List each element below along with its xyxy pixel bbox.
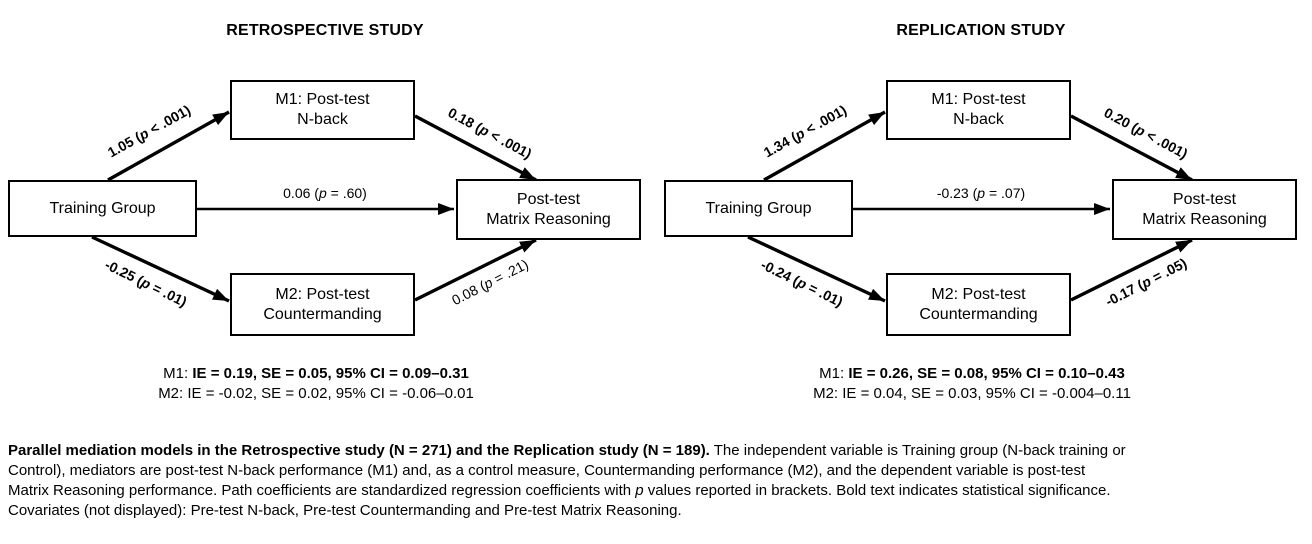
path-label-direct: -0.23 (p = .07) xyxy=(936,185,1026,201)
indirect-effect-m1: M1: IE = 0.26, SE = 0.08, 95% CI = 0.10–… xyxy=(819,365,1125,382)
indirect-effects-summary: M1: IE = 0.19, SE = 0.05, 95% CI = 0.09–… xyxy=(6,364,626,404)
panel-retrospective: RETROSPECTIVE STUDY Training Group M1: P… xyxy=(0,0,656,432)
panel-title: REPLICATION STUDY xyxy=(896,22,1066,39)
arrow-iv-to-m1 xyxy=(107,110,230,182)
path-label-direct: 0.06 (p = .60) xyxy=(283,185,367,201)
arrow-m1-to-dv xyxy=(414,114,537,182)
arrow-iv-to-m2 xyxy=(747,235,886,303)
box-training-group: Training Group xyxy=(8,180,197,237)
box-m1-post-test-n-back: M1: Post-test N-back xyxy=(230,80,415,140)
panel-title: RETROSPECTIVE STUDY xyxy=(226,22,424,39)
arrow-iv-to-m1 xyxy=(763,110,886,182)
arrow-m2-to-dv xyxy=(414,238,537,302)
caption-line: Matrix Reasoning performance. Path coeff… xyxy=(8,482,1111,499)
box-m1-post-test-n-back: M1: Post-test N-back xyxy=(886,80,1071,140)
arrow-iv-to-m2 xyxy=(91,235,230,303)
box-m2-post-test-countermanding: M2: Post-test Countermanding xyxy=(886,273,1071,336)
path-arrows-svg xyxy=(91,110,537,303)
panel-replication: REPLICATION STUDY Training Group M1: Pos… xyxy=(656,0,1312,432)
indirect-effects-summary: M1: IE = 0.26, SE = 0.08, 95% CI = 0.10–… xyxy=(662,364,1282,404)
caption-line: Covariates (not displayed): Pre-test N-b… xyxy=(8,502,682,519)
caption-line: Parallel mediation models in the Retrosp… xyxy=(8,442,1126,459)
indirect-effect-m2: M2: IE = -0.02, SE = 0.02, 95% CI = -0.0… xyxy=(158,385,474,402)
figure-caption: Parallel mediation models in the Retrosp… xyxy=(8,441,1308,521)
box-post-test-matrix-reasoning: Post-test Matrix Reasoning xyxy=(1112,179,1297,240)
arrow-m1-to-dv xyxy=(1070,114,1193,182)
arrow-m2-to-dv xyxy=(1070,238,1193,302)
path-arrows-svg xyxy=(747,110,1193,303)
box-post-test-matrix-reasoning: Post-test Matrix Reasoning xyxy=(456,179,641,240)
indirect-effect-m2: M2: IE = 0.04, SE = 0.03, 95% CI = -0.00… xyxy=(813,385,1131,402)
indirect-effect-m1: M1: IE = 0.19, SE = 0.05, 95% CI = 0.09–… xyxy=(163,365,469,382)
box-training-group: Training Group xyxy=(664,180,853,237)
box-m2-post-test-countermanding: M2: Post-test Countermanding xyxy=(230,273,415,336)
caption-line: Control), mediators are post-test N-back… xyxy=(8,462,1086,479)
